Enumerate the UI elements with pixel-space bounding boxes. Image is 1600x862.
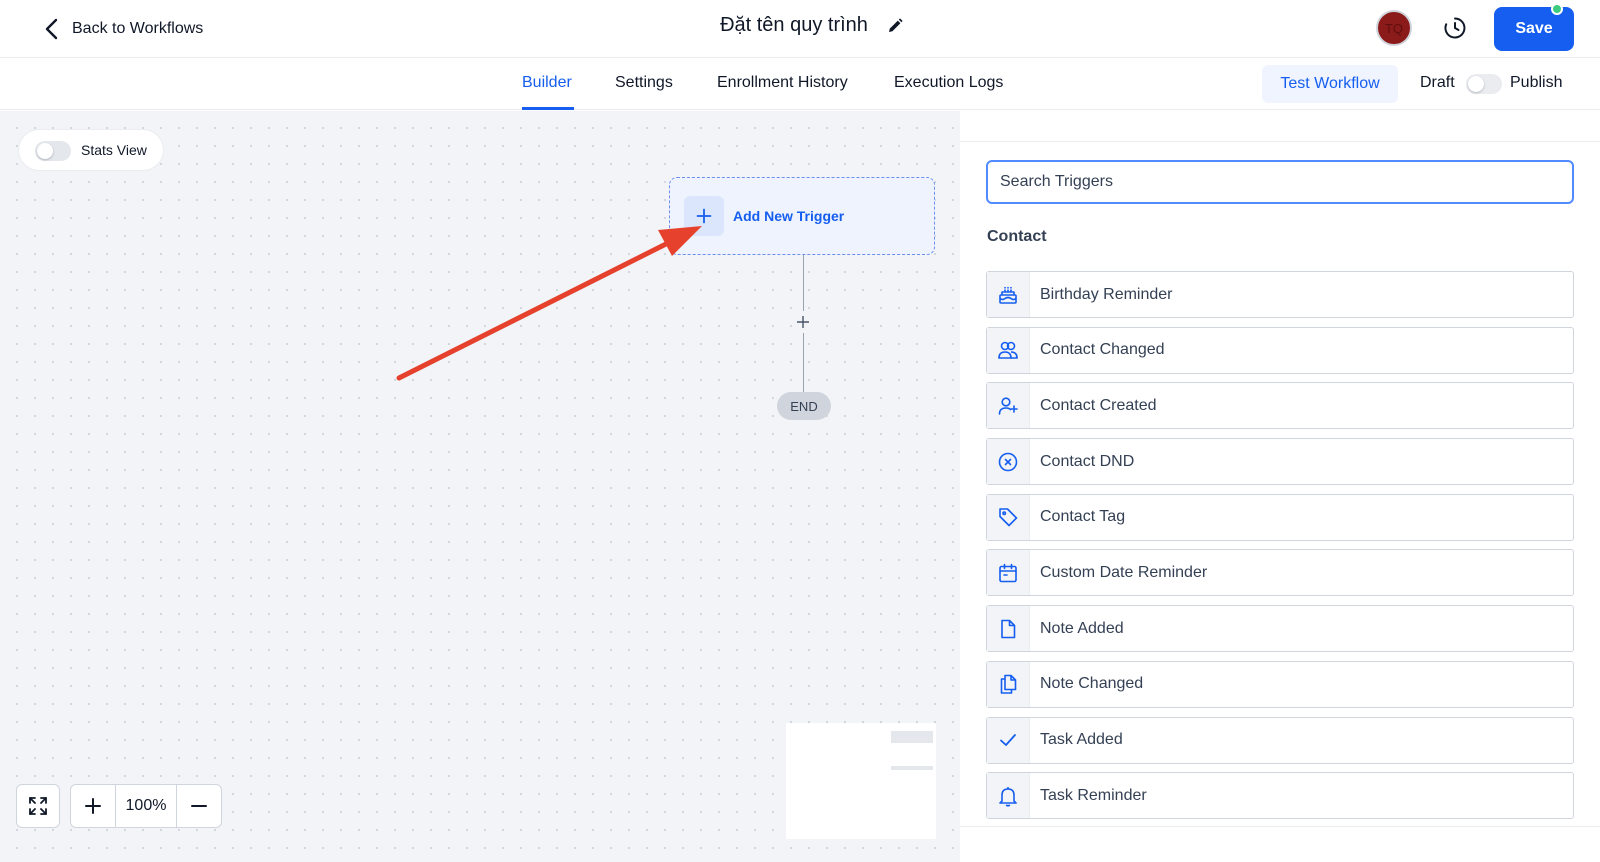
save-button[interactable]: Save [1494, 7, 1574, 51]
add-new-trigger-label: Add New Trigger [733, 208, 845, 224]
file-icon [1001, 619, 1016, 638]
avatar[interactable]: TQ [1376, 10, 1412, 46]
trigger-label: Task Reminder [1040, 786, 1147, 804]
cake-icon [999, 286, 1017, 304]
trigger-label: Note Changed [1040, 675, 1144, 693]
trigger-item-birthday-reminder[interactable]: Birthday Reminder [986, 271, 1574, 318]
trigger-item-custom-date-reminder[interactable]: Custom Date Reminder [986, 549, 1574, 597]
stats-view-toggle[interactable] [35, 141, 71, 161]
trigger-item-note-added[interactable]: Note Added [986, 605, 1574, 653]
trigger-label: Task Added [1040, 731, 1123, 748]
trigger-label: Contact DND [1040, 452, 1135, 470]
stats-view-control: Stats View [18, 129, 164, 171]
trigger-label: Custom Date Reminder [1040, 563, 1208, 581]
plus-icon [85, 798, 101, 814]
files-icon [1000, 675, 1017, 695]
divider [960, 826, 1600, 827]
status-dot [1551, 3, 1563, 15]
tab-settings[interactable]: Settings [615, 74, 673, 91]
expand-icon [29, 797, 47, 815]
connector-line [803, 255, 804, 311]
user-plus-icon [998, 397, 1018, 415]
add-step-button[interactable] [792, 311, 814, 333]
publish-label: Publish [1510, 74, 1563, 91]
trigger-item-task-added[interactable]: Task Added [986, 716, 1574, 764]
tag-icon [999, 508, 1018, 527]
minimap[interactable] [786, 723, 936, 839]
publish-toggle[interactable] [1466, 74, 1502, 94]
trigger-item-contact-dnd[interactable]: Contact DND [986, 438, 1574, 486]
tab-enrollment-history[interactable]: Enrollment History [717, 74, 848, 91]
minus-icon [191, 805, 207, 807]
connector-line [803, 333, 804, 392]
search-triggers-input[interactable] [986, 160, 1574, 204]
trigger-list: Birthday Reminder Contact Changed Contac… [986, 271, 1574, 828]
trigger-label: Birthday Reminder [1040, 285, 1173, 303]
trigger-panel: Contact Birthday Reminder Contact Change… [960, 111, 1600, 862]
pencil-icon[interactable] [886, 17, 904, 35]
tab-execution-logs[interactable]: Execution Logs [894, 74, 1004, 91]
trigger-item-note-changed[interactable]: Note Changed [986, 660, 1574, 708]
trigger-label: Note Added [1040, 619, 1124, 637]
minimap-node [891, 766, 933, 770]
check-icon [1000, 734, 1016, 746]
draft-label: Draft [1420, 74, 1455, 91]
trigger-label: Contact Changed [1040, 341, 1165, 359]
test-workflow-button[interactable]: Test Workflow [1262, 65, 1398, 103]
trigger-label: Contact Tag [1040, 508, 1126, 526]
minimap-node [891, 731, 933, 743]
toggle-knob [37, 143, 53, 159]
toggle-knob [1468, 76, 1484, 92]
plus-icon [797, 316, 809, 328]
top-header: Back to Workflows Đặt tên quy trình TQ S… [0, 0, 1600, 58]
zoom-in-button[interactable] [71, 785, 115, 827]
x-circle-icon [998, 452, 1018, 471]
stats-view-label: Stats View [81, 142, 147, 158]
tab-bar: Builder Settings Enrollment History Exec… [0, 58, 1600, 110]
trigger-item-contact-changed[interactable]: Contact Changed [986, 326, 1574, 374]
calendar-icon [999, 563, 1017, 583]
bell-icon [999, 786, 1017, 807]
back-to-workflows-link[interactable]: Back to Workflows [44, 16, 203, 42]
zoom-out-button[interactable] [177, 785, 221, 827]
chevron-left-icon [45, 18, 58, 40]
trigger-label: Contact Created [1040, 396, 1157, 414]
plus-icon [684, 196, 724, 236]
divider [960, 141, 1600, 142]
zoom-level: 100% [115, 785, 177, 827]
add-new-trigger-node[interactable]: Add New Trigger [669, 177, 935, 255]
fit-view-button[interactable] [16, 784, 60, 828]
active-tab-indicator [522, 107, 574, 110]
workflow-title[interactable]: Đặt tên quy trình [720, 14, 868, 36]
trigger-item-contact-created[interactable]: Contact Created [986, 382, 1574, 430]
section-title-contact: Contact [987, 228, 1047, 245]
users-icon [998, 341, 1018, 359]
end-node: END [777, 392, 831, 420]
trigger-item-contact-tag[interactable]: Contact Tag [986, 493, 1574, 541]
tab-builder[interactable]: Builder [522, 74, 572, 91]
trigger-item-task-reminder[interactable]: Task Reminder [986, 772, 1574, 820]
history-icon[interactable] [1442, 15, 1468, 41]
back-label: Back to Workflows [72, 20, 204, 37]
workflow-canvas[interactable]: Stats View Add New Trigger END [0, 111, 960, 862]
zoom-controls: 100% [70, 784, 222, 828]
